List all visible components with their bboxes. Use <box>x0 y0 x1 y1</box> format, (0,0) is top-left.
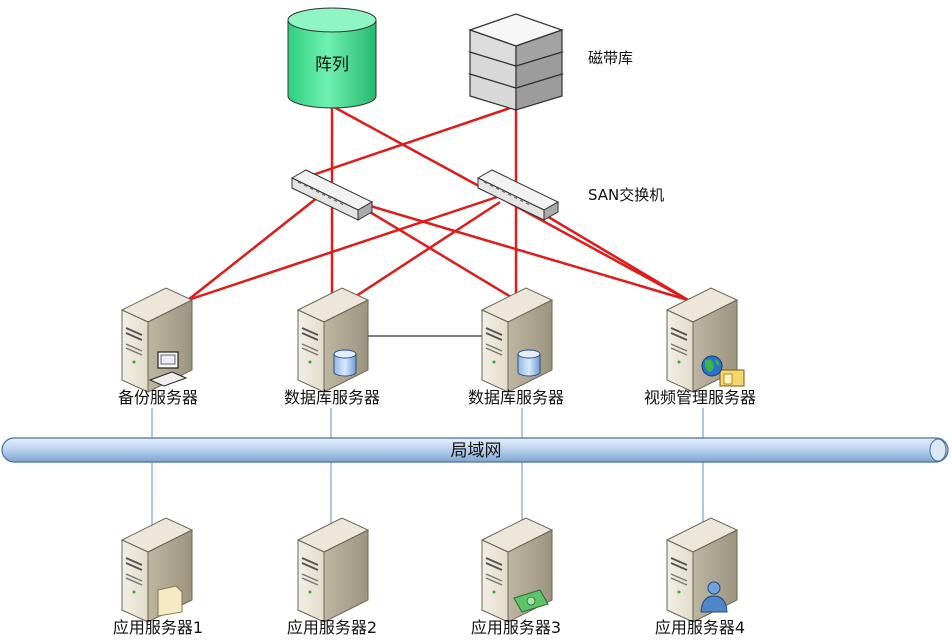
document-icon <box>157 585 183 617</box>
san-link <box>187 185 333 301</box>
array-icon <box>287 7 377 109</box>
lan-drops <box>151 408 704 530</box>
san-link <box>187 194 501 302</box>
array-label: 阵列 <box>315 55 349 75</box>
database-icon <box>517 349 541 377</box>
database-server-label: 数据库服务器 <box>468 388 564 407</box>
lan-label: 局域网 <box>451 441 502 461</box>
application-server-label: 应用服务器2 <box>287 618 377 637</box>
database-server-icon <box>481 287 553 393</box>
database-server-icon <box>297 287 369 393</box>
application-server-label: 应用服务器1 <box>113 618 203 637</box>
globe-folder-icon <box>701 355 745 387</box>
money-icon <box>513 589 549 613</box>
database-icon <box>333 349 357 377</box>
san-switch-icon <box>477 169 559 221</box>
tape-library-label: 磁带库 <box>588 49 633 67</box>
application-server-label: 应用服务器4 <box>655 618 745 637</box>
user-icon <box>700 581 728 613</box>
san-switch-label: SAN交换机 <box>588 186 664 204</box>
san-link <box>349 200 501 302</box>
san-link <box>291 104 517 184</box>
application-server-icon <box>297 517 369 623</box>
san-link <box>539 210 689 302</box>
database-server-label: 数据库服务器 <box>284 388 380 407</box>
video-server-label: 视频管理服务器 <box>644 388 756 407</box>
workstation-icon <box>148 351 188 387</box>
backup-server-label: 备份服务器 <box>118 388 198 407</box>
lan-bus <box>1 437 949 463</box>
application-server-label: 应用服务器3 <box>471 618 561 637</box>
san-link <box>349 198 689 302</box>
tape-library-icon <box>467 13 565 111</box>
